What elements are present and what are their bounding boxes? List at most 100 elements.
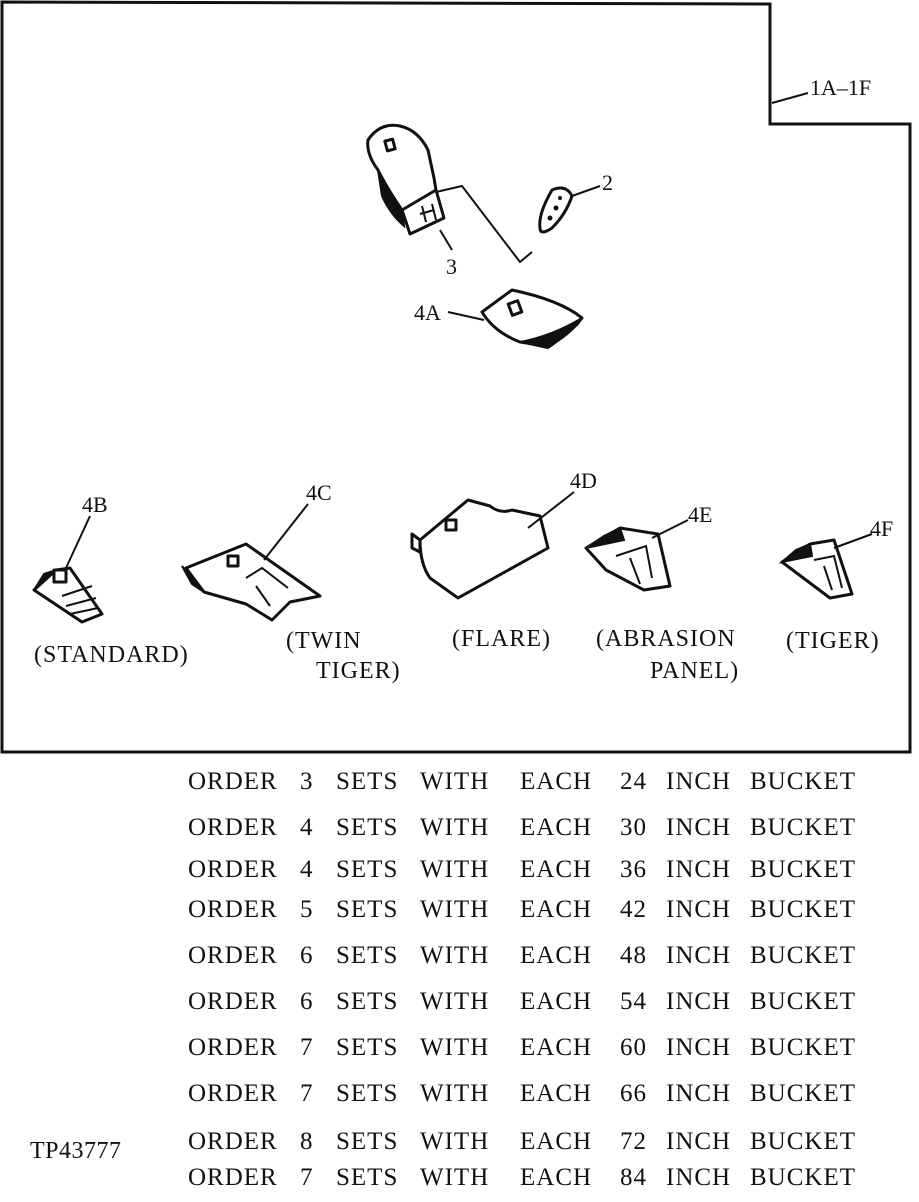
order-word: ORDER [188,1164,278,1191]
callout-4d: 4D [570,468,597,493]
bucket-word: BUCKET [750,814,856,841]
tooth-assembly [366,123,533,264]
with-word: WITH [420,768,490,795]
adapter-4a [480,288,584,350]
each-word: EACH [520,1164,593,1191]
order-row: ORDER 7 SETS WITH EACH 66 INCH BUCKET [180,1080,880,1118]
sets-count: 6 [300,942,314,969]
leader-4e [651,519,689,539]
each-word: EACH [520,942,593,969]
inch-word: INCH [666,1128,732,1155]
leader-3 [439,229,453,251]
bucket-word: BUCKET [750,856,856,883]
bucket-width: 42 [620,896,647,923]
sets-word: SETS [336,1164,399,1191]
bucket-width: 54 [620,988,647,1015]
order-word: ORDER [188,768,278,795]
order-row: ORDER 5 SETS WITH EACH 42 INCH BUCKET [180,896,880,934]
with-word: WITH [420,1128,490,1155]
sets-word: SETS [336,1080,399,1107]
diagram-frame [0,0,912,754]
inch-word: INCH [666,988,732,1015]
with-word: WITH [420,942,490,969]
order-row: ORDER 3 SETS WITH EACH 24 INCH BUCKET [180,768,880,806]
sets-word: SETS [336,856,399,883]
sets-word: SETS [336,988,399,1015]
each-word: EACH [520,1034,593,1061]
sets-count: 7 [300,1080,314,1107]
leader-4c [263,503,309,561]
leader-4f [833,533,873,549]
order-row: ORDER 6 SETS WITH EACH 48 INCH BUCKET [180,942,880,980]
leader-4a [447,311,485,321]
bucket-word: BUCKET [750,942,856,969]
with-word: WITH [420,896,490,923]
sets-count: 7 [300,1164,314,1191]
each-word: EACH [520,1080,593,1107]
bucket-word: BUCKET [750,768,856,795]
bucket-word: BUCKET [750,1164,856,1191]
bucket-width: 60 [620,1034,647,1061]
leader-4d [527,491,575,529]
caption-abrasion-2: PANEL) [650,658,739,684]
inch-word: INCH [666,1164,732,1191]
order-word: ORDER [188,896,278,923]
bucket-width: 72 [620,1128,647,1155]
bucket-width: 36 [620,856,647,883]
order-word: ORDER [188,814,278,841]
order-word: ORDER [188,942,278,969]
each-word: EACH [520,856,593,883]
bucket-width: 30 [620,814,647,841]
order-row: ORDER 8 SETS WITH EACH 72 INCH BUCKET [180,1128,880,1166]
leader-1a-1f [771,92,809,104]
bucket-width: 24 [620,768,647,795]
with-word: WITH [420,814,490,841]
callout-1a-1f: 1A–1F [810,75,871,100]
sets-count: 7 [300,1034,314,1061]
with-word: WITH [420,988,490,1015]
with-word: WITH [420,1164,490,1191]
order-row: ORDER 4 SETS WITH EACH 36 INCH BUCKET [180,856,880,894]
order-word: ORDER [188,1128,278,1155]
order-word: ORDER [188,1080,278,1107]
bucket-word: BUCKET [750,1034,856,1061]
inch-word: INCH [666,814,732,841]
leader-2 [571,185,601,197]
caption-standard: (STANDARD) [34,642,189,668]
each-word: EACH [520,814,593,841]
bucket-word: BUCKET [750,988,856,1015]
caption-flare: (FLARE) [452,626,551,652]
with-word: WITH [420,856,490,883]
order-row: ORDER 4 SETS WITH EACH 30 INCH BUCKET [180,814,880,852]
with-word: WITH [420,1080,490,1107]
inch-word: INCH [666,896,732,923]
order-word: ORDER [188,1034,278,1061]
sets-count: 4 [300,856,314,883]
sets-count: 3 [300,768,314,795]
callout-4b: 4B [82,492,108,517]
callout-4a: 4A [414,300,441,325]
caption-tiger: (TIGER) [786,628,880,654]
sets-count: 5 [300,896,314,923]
each-word: EACH [520,1128,593,1155]
inch-word: INCH [666,942,732,969]
with-word: WITH [420,1034,490,1061]
tooth-4d-flare [410,498,550,600]
callout-3: 3 [446,254,457,279]
sets-word: SETS [336,768,399,795]
each-word: EACH [520,768,593,795]
leader-4b [65,515,91,569]
bucket-word: BUCKET [750,896,856,923]
caption-abrasion-1: (ABRASION [596,626,736,652]
each-word: EACH [520,896,593,923]
bucket-word: BUCKET [750,1128,856,1155]
bucket-width: 84 [620,1164,647,1191]
callout-4c: 4C [306,480,332,505]
bucket-word: BUCKET [750,1080,856,1107]
sets-word: SETS [336,1034,399,1061]
sets-word: SETS [336,942,399,969]
bucket-width: 48 [620,942,647,969]
pin-part [538,186,574,234]
sets-word: SETS [336,896,399,923]
tooth-4c-twin-tiger [181,542,322,622]
